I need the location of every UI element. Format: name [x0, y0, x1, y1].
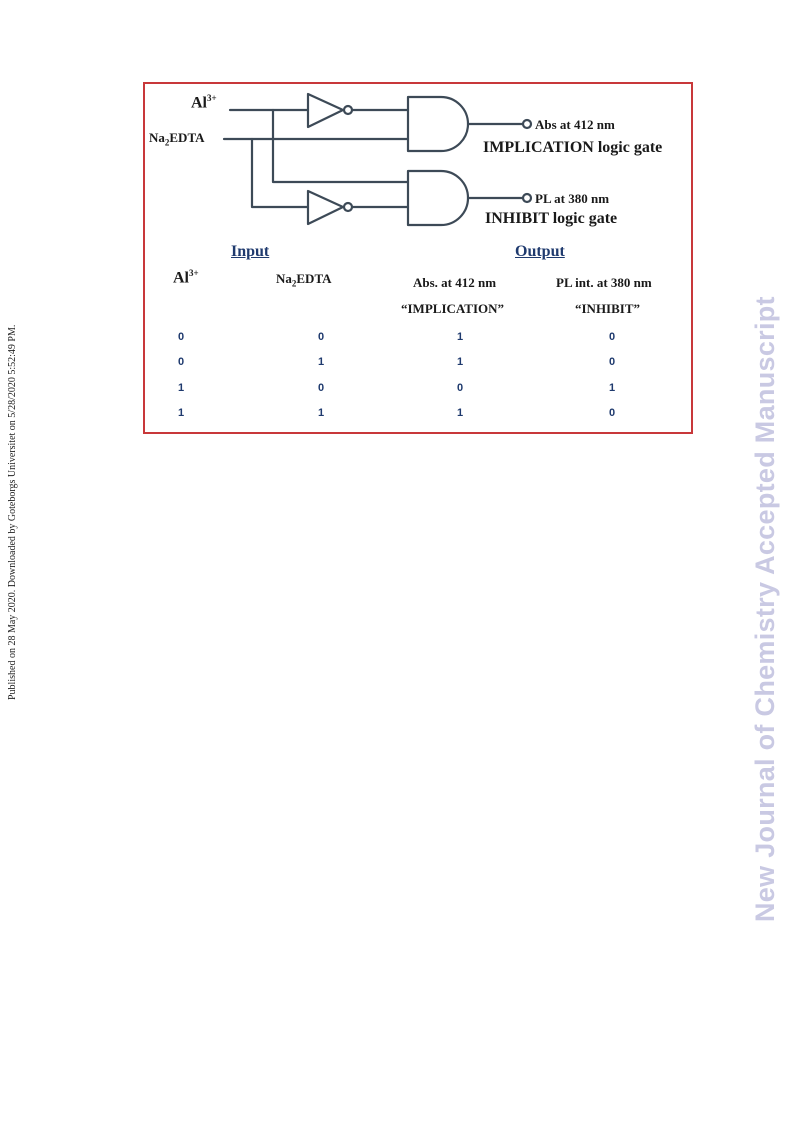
not-gate-inhibit: [306, 189, 345, 226]
logic-circuit-diagram: [222, 92, 533, 227]
cell-al: 1: [177, 382, 185, 394]
col-header-pl-sub: “INHIBIT”: [575, 301, 641, 316]
cell-pl: 0: [608, 356, 616, 368]
wire-al-branch: [271, 108, 410, 184]
not-gate-inhibit-bubble: [342, 201, 354, 213]
cell-pl: 1: [608, 382, 616, 394]
cell-edta: 0: [317, 382, 325, 394]
journal-watermark-text: New Journal of Chemistry Accepted Manusc…: [750, 296, 780, 922]
publication-note-text: Published on 28 May 2020. Downloaded by …: [7, 324, 18, 700]
input-edta-label: Na2EDTA: [149, 130, 205, 148]
input-heading: Input: [231, 243, 270, 260]
cell-al: 0: [177, 356, 185, 368]
inhibit-gate-label: INHIBIT logic gate: [485, 210, 618, 227]
cell-abs: 1: [456, 331, 464, 343]
cell-al: 1: [177, 407, 185, 419]
input-al-label: Al3+: [191, 93, 217, 112]
and-gate-implication: [406, 95, 470, 153]
not-gate-implication: [306, 92, 345, 129]
not-gate-implication-bubble: [342, 104, 354, 116]
and-gate-inhibit: [406, 169, 470, 227]
output-abs-terminal: [521, 118, 533, 130]
col-header-pl: PL int. at 380 nm: [556, 275, 652, 290]
cell-pl: 0: [608, 407, 616, 419]
output-abs-label: Abs at 412 nm: [535, 117, 615, 132]
output-pl-label: PL at 380 nm: [535, 191, 610, 206]
cell-edta: 1: [317, 407, 325, 419]
output-pl-terminal: [521, 192, 533, 204]
cell-edta: 1: [317, 356, 325, 368]
col-header-al: Al3+: [173, 268, 199, 287]
wire-edta-branch: [250, 137, 310, 209]
cell-abs: 0: [456, 382, 464, 394]
cell-abs: 1: [456, 356, 464, 368]
implication-gate-label: IMPLICATION logic gate: [483, 139, 663, 156]
cell-edta: 0: [317, 331, 325, 343]
output-heading: Output: [515, 243, 565, 260]
cell-al: 0: [177, 331, 185, 343]
col-header-edta: Na2EDTA: [276, 271, 332, 289]
cell-pl: 0: [608, 331, 616, 343]
cell-abs: 1: [456, 407, 464, 419]
col-header-abs-sub: “IMPLICATION”: [401, 301, 505, 316]
logic-gate-figure: Al3+ Na2EDTA Abs at 412 nm IMPLICATION l…: [143, 82, 693, 434]
col-header-abs: Abs. at 412 nm: [413, 275, 497, 290]
